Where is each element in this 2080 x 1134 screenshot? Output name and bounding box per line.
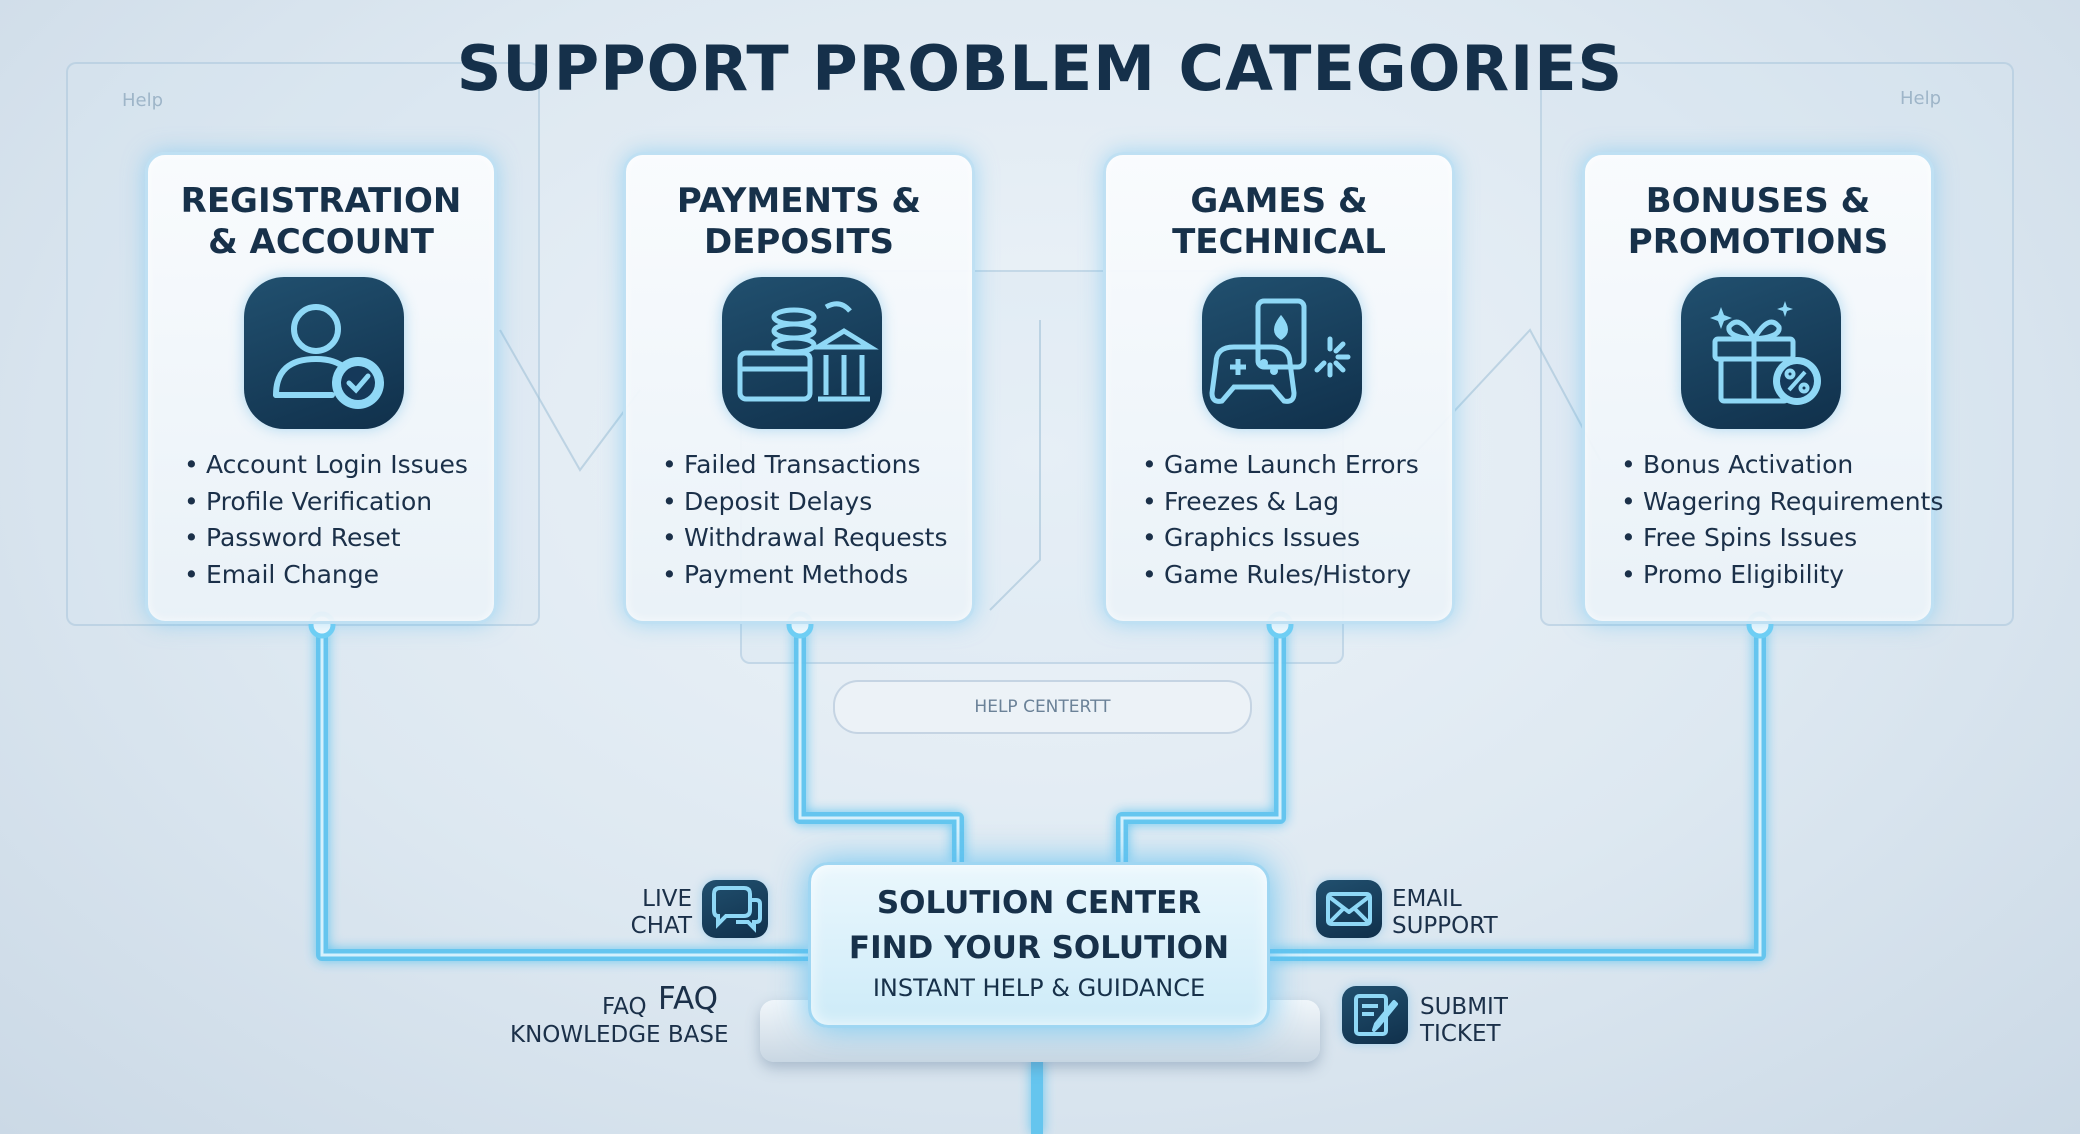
ticket-pen-icon[interactable] bbox=[1342, 986, 1408, 1044]
category-title: PAYMENTS & DEPOSITS bbox=[676, 181, 922, 262]
solution-center-button[interactable]: SOLUTION CENTER FIND YOUR SOLUTION INSTA… bbox=[808, 862, 1270, 1028]
solution-center-subtitle: FIND YOUR SOLUTION bbox=[848, 930, 1230, 966]
connector-games bbox=[1116, 625, 1286, 862]
solution-center-title: SOLUTION CENTER bbox=[876, 885, 1202, 921]
list-item[interactable]: Wagering Requirements bbox=[1621, 484, 1943, 521]
category-issue-list: Game Launch Errors Freezes & Lag Graphic… bbox=[1142, 447, 1444, 593]
list-item[interactable]: Password Reset bbox=[184, 520, 486, 557]
category-issue-list: Failed Transactions Deposit Delays Withd… bbox=[662, 447, 964, 593]
faq-small-label[interactable]: FAQ bbox=[602, 994, 647, 1020]
submit-ticket-label[interactable]: SUBMIT TICKET bbox=[1420, 994, 1508, 1047]
category-title: BONUSES & PROMOTIONS bbox=[1627, 181, 1889, 262]
category-card-games[interactable]: GAMES & TECHNICAL bbox=[1103, 152, 1455, 624]
background-help-label-right: Help bbox=[1900, 88, 1942, 109]
category-title: REGISTRATION & ACCOUNT bbox=[180, 181, 462, 262]
connector-payments bbox=[794, 625, 964, 862]
list-item[interactable]: Game Rules/History bbox=[1142, 557, 1444, 594]
solution-center-tagline: INSTANT HELP & GUIDANCE bbox=[872, 974, 1206, 1002]
email-support-label[interactable]: EMAIL SUPPORT bbox=[1392, 886, 1498, 939]
list-item[interactable]: Game Launch Errors bbox=[1142, 447, 1444, 484]
list-item[interactable]: Free Spins Issues bbox=[1621, 520, 1923, 557]
list-item[interactable]: Promo Eligibility bbox=[1621, 557, 1923, 594]
category-issue-list: Account Login Issues Profile Verificatio… bbox=[184, 447, 486, 593]
list-item[interactable]: Email Change bbox=[184, 557, 486, 594]
list-item[interactable]: Failed Transactions bbox=[662, 447, 964, 484]
list-item[interactable]: Profile Verification bbox=[184, 484, 486, 521]
category-title: GAMES & TECHNICAL bbox=[1172, 181, 1386, 262]
list-item[interactable]: Graphics Issues bbox=[1142, 520, 1444, 557]
list-item[interactable]: Account Login Issues bbox=[184, 447, 486, 484]
list-item[interactable]: Bonus Activation bbox=[1621, 447, 1923, 484]
coins-card-bank-icon bbox=[722, 277, 882, 429]
list-item[interactable]: Deposit Delays bbox=[662, 484, 964, 521]
category-card-payments[interactable]: PAYMENTS & DEPOSITS Failed Transactions … bbox=[623, 152, 975, 624]
help-center-search-bar[interactable]: HELP CENTERTT bbox=[833, 680, 1252, 734]
category-issue-list: Bonus Activation Wagering Requirements F… bbox=[1621, 447, 1943, 594]
list-item[interactable]: Payment Methods bbox=[662, 557, 964, 594]
chat-bubbles-icon[interactable] bbox=[702, 880, 768, 938]
gift-percent-icon bbox=[1681, 277, 1841, 429]
page-title: SUPPORT PROBLEM CATEGORIES bbox=[456, 32, 1624, 105]
knowledge-base-label[interactable]: KNOWLEDGE BASE bbox=[510, 1022, 729, 1048]
user-gear-icon bbox=[244, 277, 404, 429]
gamepad-card-icon bbox=[1202, 277, 1362, 429]
envelope-icon[interactable] bbox=[1316, 880, 1382, 938]
list-item[interactable]: Withdrawal Requests bbox=[662, 520, 964, 557]
faq-label[interactable]: FAQ bbox=[658, 981, 719, 1017]
category-card-bonuses[interactable]: BONUSES & PROMOTIONS Bonus Acti bbox=[1582, 152, 1943, 624]
list-item[interactable]: Freezes & Lag bbox=[1142, 484, 1444, 521]
background-help-label-left: Help bbox=[122, 90, 164, 111]
live-chat-label[interactable]: LIVE CHAT bbox=[630, 886, 692, 939]
category-card-registration[interactable]: REGISTRATION & ACCOUNT Account Login Iss… bbox=[145, 152, 497, 624]
